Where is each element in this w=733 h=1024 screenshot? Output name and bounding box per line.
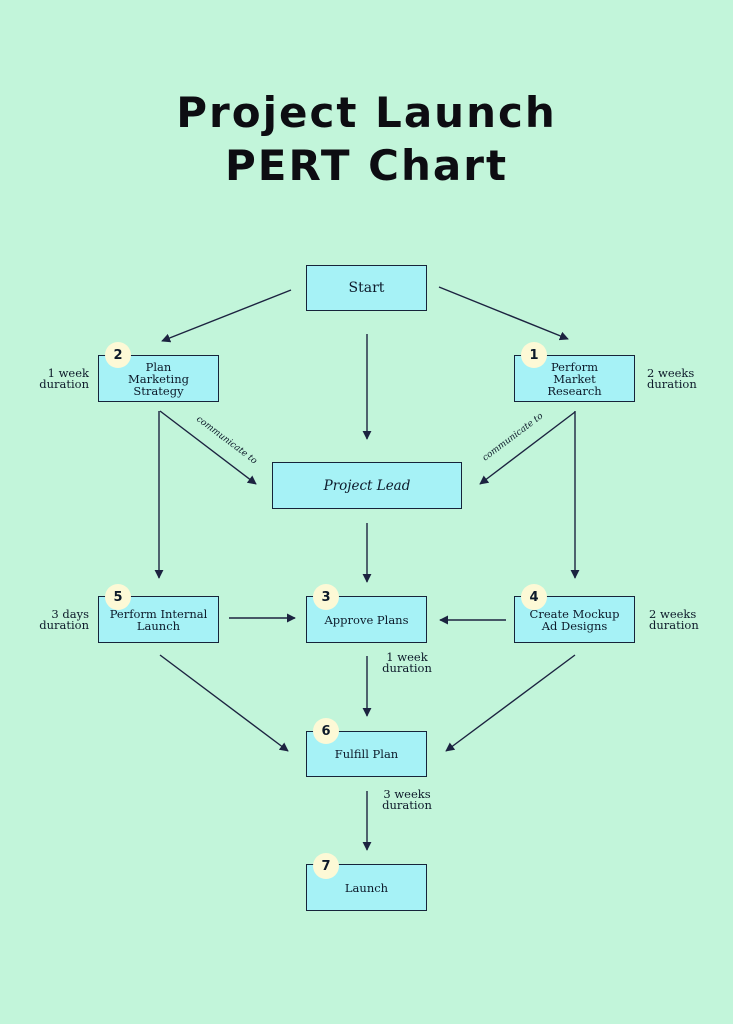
- node-launch-label: Launch: [344, 880, 389, 895]
- badge-internal-launch: 5: [105, 584, 131, 610]
- node-internal-launch-label: Perform Internal Launch: [109, 606, 208, 633]
- duration-approve-to-fulfill: 1 week duration: [382, 650, 432, 675]
- node-start-label: Start: [348, 280, 385, 296]
- badge-mockup-ads: 4: [521, 584, 547, 610]
- node-approve-plans-label: Approve Plans: [324, 612, 409, 627]
- badge-approve-plans: 3: [313, 584, 339, 610]
- chart-title-line1: Project Launch: [176, 88, 557, 137]
- edge-label-right-communicate: communicate to: [481, 411, 546, 463]
- node-plan-marketing-label: Plan Marketing Strategy: [128, 359, 189, 398]
- node-start: Start: [306, 265, 427, 311]
- node-project-lead-label: Project Lead: [323, 477, 411, 494]
- arrow-internal-launch-to-fulfill-plan: [159, 654, 289, 752]
- arrow-market-research-to-project-lead: [479, 411, 576, 485]
- node-market-research-label: Perform Market Research: [547, 359, 602, 398]
- badge-launch: 7: [313, 853, 339, 879]
- arrow-mockup-ads-to-fulfill-plan: [445, 654, 576, 752]
- edge-label-left-communicate: communicate to: [194, 414, 259, 466]
- node-project-lead: Project Lead: [272, 462, 462, 509]
- duration-fulfill-to-launch: 3 weeks duration: [382, 787, 432, 812]
- badge-plan-marketing: 2: [105, 342, 131, 368]
- badge-fulfill-plan: 6: [313, 718, 339, 744]
- node-mockup-ads-label: Create Mockup Ad Designs: [529, 606, 620, 633]
- node-market-research: Perform Market Research: [514, 355, 635, 402]
- badge-market-research: 1: [521, 342, 547, 368]
- duration-plan-marketing: 1 week duration: [39, 366, 89, 391]
- duration-market-research: 2 weeks duration: [647, 366, 697, 391]
- arrow-start-to-plan-marketing: [161, 289, 292, 343]
- chart-title-line2: PERT Chart: [224, 141, 509, 190]
- duration-mockup-ads: 2 weeks duration: [649, 607, 699, 632]
- arrow-start-to-market-research: [438, 286, 569, 341]
- node-launch: Launch: [306, 864, 427, 911]
- duration-internal-launch: 3 days duration: [39, 607, 89, 632]
- node-fulfill-plan-label: Fulfill Plan: [334, 747, 399, 761]
- arrow-plan-marketing-to-project-lead: [159, 410, 257, 485]
